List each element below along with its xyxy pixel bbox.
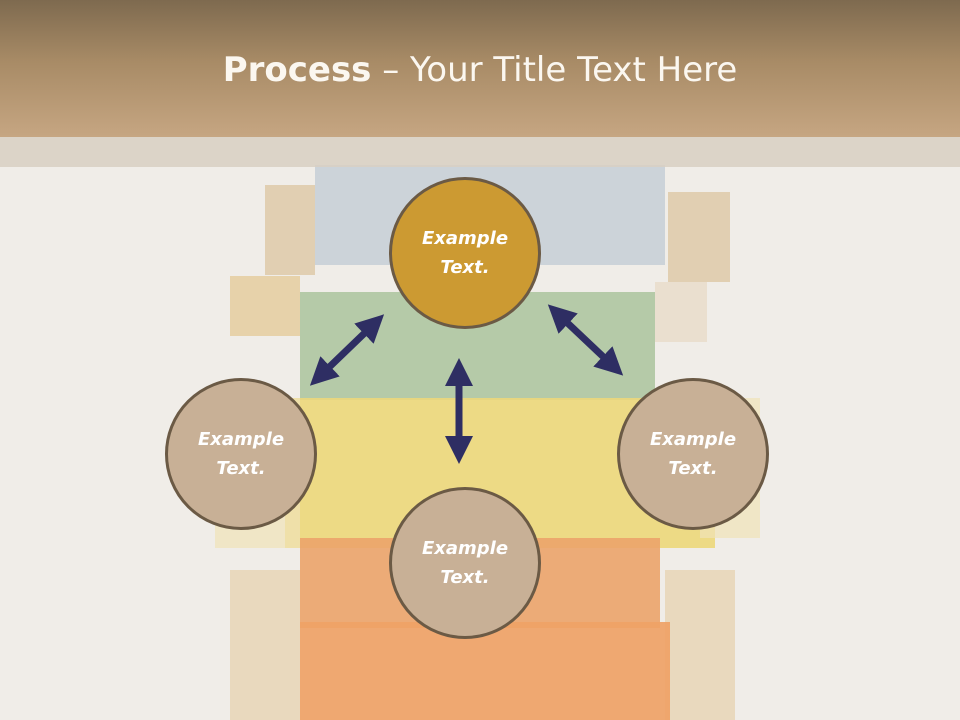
double-arrow-icon bbox=[547, 304, 624, 376]
node-left-text: Example Text. bbox=[197, 429, 285, 479]
title-bar bbox=[0, 0, 960, 137]
process-node-left[interactable]: Example Text. bbox=[165, 378, 317, 530]
node-top-text: Example Text. bbox=[421, 228, 509, 278]
node-right-text: Example Text. bbox=[649, 429, 737, 479]
header-band bbox=[0, 137, 960, 167]
slide-title: Process – Your Title Text Here bbox=[0, 50, 960, 90]
double-arrow-icon bbox=[309, 314, 385, 386]
process-node-top[interactable]: Example Text. bbox=[389, 177, 541, 329]
title-rest: – Your Title Text Here bbox=[371, 50, 738, 90]
title-bold: Process bbox=[222, 50, 372, 90]
node-bottom-text: Example Text. bbox=[421, 538, 509, 588]
process-node-bottom[interactable]: Example Text. bbox=[389, 487, 541, 639]
process-node-right[interactable]: Example Text. bbox=[617, 378, 769, 530]
